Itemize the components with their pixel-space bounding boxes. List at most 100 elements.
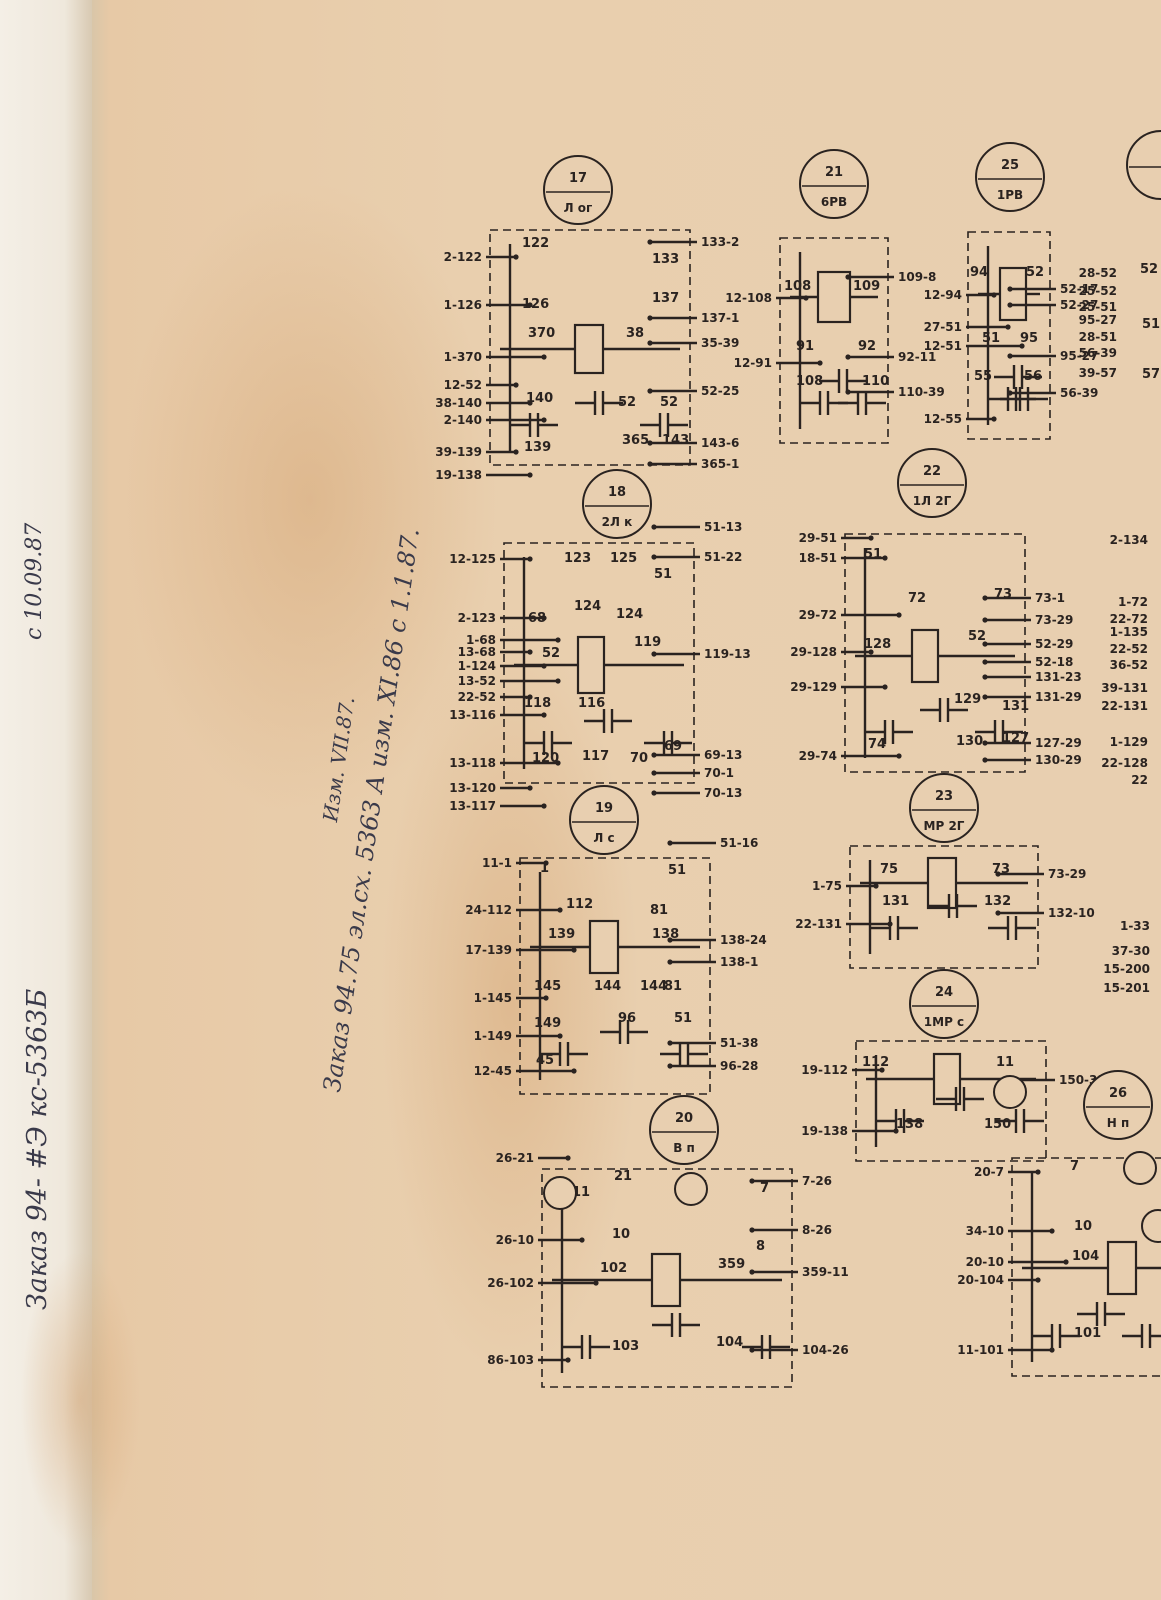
- terminal-dot: [817, 360, 823, 366]
- block-name: 1РВ: [997, 188, 1023, 202]
- terminal-dot: [651, 524, 657, 530]
- terminal-number: 51: [668, 863, 686, 878]
- indicator-circle: [674, 1172, 708, 1206]
- terminal-number: 122: [522, 236, 549, 251]
- pin-label-left: 20-104: [957, 1273, 1004, 1287]
- terminal-dot: [527, 649, 533, 655]
- pin-label-right: 7-26: [802, 1174, 832, 1188]
- pin-label-left: 22-131: [795, 917, 842, 931]
- pin-label-left: 11-1: [482, 856, 512, 870]
- terminal-number: 140: [526, 391, 553, 406]
- terminal-number: 10: [1074, 1219, 1092, 1234]
- terminal-dot: [845, 354, 851, 360]
- terminal-dot: [982, 674, 988, 680]
- terminal-number: 137: [652, 291, 679, 306]
- block-enclosure: [849, 845, 1039, 969]
- terminal-dot: [982, 694, 988, 700]
- terminal-dot: [749, 1347, 755, 1353]
- pin-label-left: 86-103: [487, 1353, 534, 1367]
- terminal-number: 144: [640, 979, 667, 994]
- block-tag-circle: [649, 1095, 719, 1165]
- terminal-dot: [651, 770, 657, 776]
- pin-label-left: 1-370: [444, 350, 482, 364]
- pin-label-right: 110-39: [898, 385, 945, 399]
- pin-label-left: 13-120: [449, 781, 496, 795]
- relay-block-19: 19Л с11-124-11217-1391-1451-14912-4551-1…: [465, 785, 767, 1095]
- terminal-number: 11: [996, 1055, 1014, 1070]
- block-name: 2Л к: [602, 515, 633, 529]
- block-enclosure: [489, 229, 691, 466]
- pin-label-left: 13-52: [458, 674, 496, 688]
- block-enclosure: [779, 237, 889, 444]
- terminal-number: 118: [524, 696, 551, 711]
- pin-label-right: 95-27: [1060, 349, 1098, 363]
- block-tag-circle: [909, 773, 979, 843]
- terminal-dot: [555, 637, 561, 643]
- terminal-dot: [543, 860, 549, 866]
- block-tag-circle: [897, 448, 967, 518]
- relay-coil: [998, 266, 1028, 322]
- terminal-dot: [527, 785, 533, 791]
- pin-label-left: 1-135: [1110, 625, 1148, 639]
- terminal-number: 103: [612, 1339, 639, 1354]
- pin-label-right: 73-1: [1035, 591, 1065, 605]
- terminal-dot: [667, 840, 673, 846]
- terminal-dot: [982, 641, 988, 647]
- terminal-number: 120: [532, 751, 559, 766]
- terminal-dot: [749, 1269, 755, 1275]
- block-tag-circle: [543, 155, 613, 225]
- terminal-number: 102: [600, 1261, 627, 1276]
- terminal-number: 69: [664, 739, 682, 754]
- block-tag-circle: [582, 469, 652, 539]
- pin-label-right: 131-23: [1035, 670, 1082, 684]
- terminal-number: 110: [862, 374, 889, 389]
- pin-label-right: 56-39: [1060, 386, 1098, 400]
- terminal-number: 139: [548, 927, 575, 942]
- pin-label-left: 26-102: [487, 1276, 534, 1290]
- terminal-dot: [1049, 1347, 1055, 1353]
- pin-label-right: 131-29: [1035, 690, 1082, 704]
- terminal-dot: [1049, 1228, 1055, 1234]
- block-enclosure: [541, 1168, 793, 1388]
- block-name: Л ог: [564, 201, 593, 215]
- pin-label-left: 22-52: [458, 690, 496, 704]
- pin-label-left: 12-125: [449, 552, 496, 566]
- terminal-number: 123: [564, 551, 591, 566]
- terminal-number: 56: [1024, 369, 1042, 384]
- terminal-number: 51: [864, 547, 882, 562]
- terminal-dot: [667, 959, 673, 965]
- water-stain: [20, 1250, 140, 1550]
- pin-label-left: 12-45: [474, 1064, 512, 1078]
- terminal-number: 149: [534, 1016, 561, 1031]
- pin-label-left: 22-131: [1101, 699, 1148, 713]
- pin-label-left: 19-138: [801, 1124, 848, 1138]
- pin-label-left: 1-72: [1118, 595, 1148, 609]
- terminal-dot: [868, 535, 874, 541]
- pin-label-right: 96-28: [720, 1059, 758, 1073]
- terminal-dot: [647, 340, 653, 346]
- terminal-number: 38: [626, 326, 644, 341]
- relay-coil: [926, 856, 958, 910]
- pin-label-left: 19-138: [435, 468, 482, 482]
- relay-coil: [588, 919, 620, 975]
- pin-label-left: 26-21: [496, 1151, 534, 1165]
- terminal-number: 131: [1002, 699, 1029, 714]
- terminal-dot: [513, 449, 519, 455]
- terminal-dot: [1063, 1259, 1069, 1265]
- pin-label-right: 92-11: [898, 350, 936, 364]
- terminal-dot: [593, 1280, 599, 1286]
- pin-label-left: 28-52: [1079, 266, 1117, 280]
- terminal-dot: [1035, 1277, 1041, 1283]
- terminal-number: 7: [760, 1181, 769, 1196]
- block-tag-circle: [569, 785, 639, 855]
- terminal-number: 138: [652, 927, 679, 942]
- terminal-dot: [982, 757, 988, 763]
- terminal-number: 51: [1142, 317, 1160, 332]
- indicator-circle: [1141, 1209, 1161, 1243]
- block-number: 26: [1109, 1086, 1127, 1101]
- block-enclosure: [855, 1040, 1047, 1162]
- pin-label-left: 22-128: [1101, 756, 1148, 770]
- relay-coil: [650, 1252, 682, 1308]
- relay-block-b_edge_top: 28-5225-5225-5195-2728-5156-3939-5752515…: [1079, 130, 1161, 382]
